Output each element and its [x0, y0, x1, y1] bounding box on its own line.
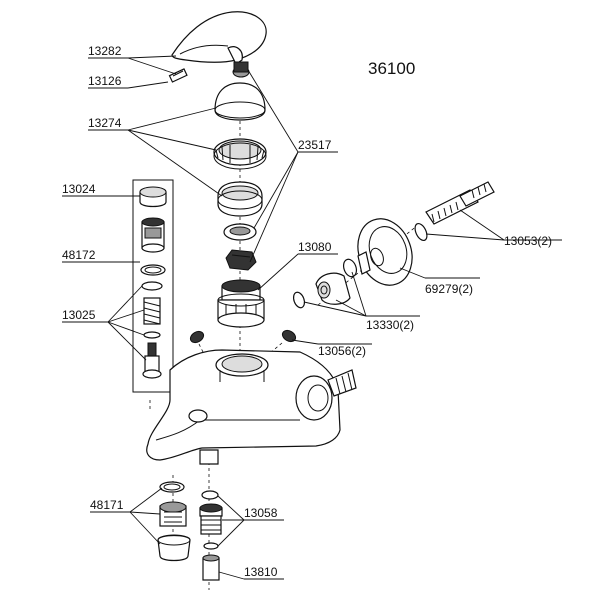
wall-flange-69279	[357, 218, 413, 286]
cap-13024	[139, 186, 167, 208]
washer-13025	[143, 331, 161, 339]
label-13025: 13025	[62, 308, 96, 322]
leader-lines	[62, 55, 505, 580]
stem-13025	[142, 342, 162, 379]
handle-lever	[171, 11, 267, 65]
label-13126: 13126	[88, 74, 122, 88]
insert-13810	[202, 554, 220, 581]
inlet-fitting	[357, 251, 371, 275]
aerator-housing-48171	[157, 534, 191, 562]
handle-insert	[232, 61, 250, 78]
seal-13025-a	[141, 281, 163, 291]
label-13053: 13053(2)	[504, 234, 552, 248]
label-23517: 23517	[298, 138, 332, 152]
seal-13058	[203, 542, 219, 550]
thermostatic-cartridge	[217, 279, 265, 328]
model-number: 36100	[368, 59, 415, 78]
clip-23517	[225, 249, 257, 271]
o-ring-13058	[201, 490, 219, 500]
label-48171: 48171	[90, 498, 124, 512]
label-69279: 69279(2)	[425, 282, 473, 296]
seal-ring-23517	[223, 223, 257, 241]
knurled-ring	[213, 138, 267, 170]
bonnet-ring	[217, 181, 263, 217]
eccentric-union-13053	[425, 181, 495, 225]
label-48172: 48172	[62, 248, 96, 262]
o-ring-48172	[140, 264, 166, 276]
spring-13025	[143, 297, 161, 325]
label-13282: 13282	[88, 44, 122, 58]
label-13024: 13024	[62, 182, 96, 196]
plug-13056-left	[189, 330, 205, 355]
label-13330: 13330(2)	[366, 318, 414, 332]
plug-13056-right	[269, 329, 297, 354]
label-13056: 13056(2)	[318, 344, 366, 358]
part-labels: 13282 13126 13274 23517 13024 13080 1305…	[62, 44, 562, 580]
label-13810: 13810	[244, 565, 278, 579]
grub-screw-13126	[168, 68, 188, 83]
mixer-body	[146, 349, 357, 465]
label-13080: 13080	[298, 240, 332, 254]
dome-cover	[214, 82, 266, 121]
union-nut-13330	[315, 272, 351, 305]
adapter-13058	[199, 503, 223, 535]
label-13058: 13058	[244, 506, 278, 520]
check-valve-48172	[141, 217, 165, 253]
washer-13053	[414, 222, 428, 242]
aerator-washer-48171	[159, 481, 185, 493]
filter-seal-13330	[292, 258, 358, 309]
aerator-insert-48171	[159, 501, 187, 527]
spare-parts-panel	[132, 179, 174, 393]
label-13274: 13274	[88, 116, 122, 130]
